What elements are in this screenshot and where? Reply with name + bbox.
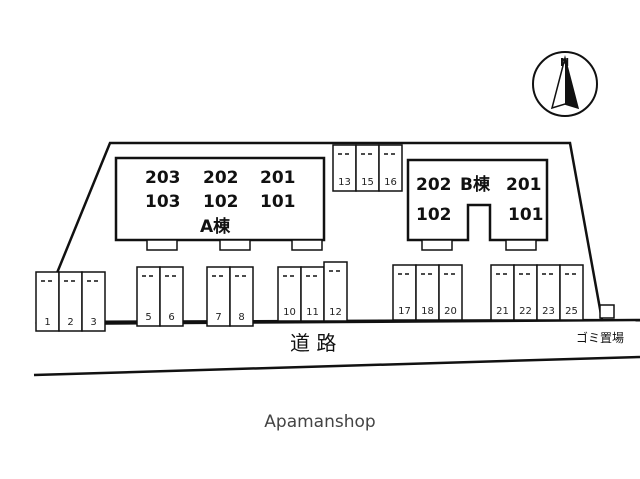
parking-space-25: 25 [559, 264, 584, 321]
parking-space-18: 18 [415, 264, 440, 321]
building-b-room-101: 101 [508, 205, 544, 225]
parking-space-15: 15 [355, 144, 380, 192]
parking-space-label: 13 [338, 177, 351, 188]
parking-space-label: 10 [283, 307, 296, 318]
parking-space-label: 5 [145, 312, 151, 323]
parking-space-17: 17 [392, 264, 417, 321]
parking-space-16: 16 [378, 144, 403, 192]
compass-north-letter: N [560, 56, 569, 69]
building-b: 202 B棟 201 102 101 [406, 158, 549, 251]
parking-space-21: 21 [490, 264, 515, 321]
parking-space-3: 3 [81, 271, 106, 332]
parking-space-label: 8 [238, 312, 244, 323]
garbage-station-label: ゴミ置場 [576, 330, 624, 345]
parking-space-label: 6 [168, 312, 174, 323]
building-b-room-202: 202 [416, 175, 452, 195]
parking-space-1: 1 [35, 271, 60, 332]
building-a-room-201: 201 [260, 168, 296, 188]
parking-space-label: 11 [306, 307, 319, 318]
building-b-room-201: 201 [506, 175, 542, 195]
building-b-room-102: 102 [416, 205, 452, 225]
parking-space-label: 1 [44, 317, 50, 328]
parking-space-label: 21 [496, 306, 509, 317]
parking-space-8: 8 [229, 266, 254, 327]
parking-space-label: 15 [361, 177, 374, 188]
parking-space-label: 23 [542, 306, 555, 317]
building-a-room-101: 101 [260, 192, 296, 212]
parking-space-23: 23 [536, 264, 561, 321]
parking-space-label: 17 [398, 306, 411, 317]
parking-space-13: 13 [332, 144, 357, 192]
building-a-room-102: 102 [203, 192, 239, 212]
parking-space-22: 22 [513, 264, 538, 321]
parking-space-label: 22 [519, 306, 532, 317]
parking-space-label: 20 [444, 306, 457, 317]
garbage-station [599, 304, 615, 319]
parking-space-label: 18 [421, 306, 434, 317]
parking-space-7: 7 [206, 266, 231, 327]
parking-space-label: 16 [384, 177, 397, 188]
watermark: Apamanshop [264, 412, 376, 432]
building-b-name: B棟 [460, 174, 491, 195]
parking-space-20: 20 [438, 264, 463, 321]
parking-space-label: 12 [329, 307, 342, 318]
road-label: 道 路 [290, 331, 336, 355]
parking-space-label: 2 [67, 317, 73, 328]
parking-space-12: 12 [323, 261, 348, 322]
parking-space-label: 3 [90, 317, 96, 328]
building-a-name: A棟 [200, 216, 231, 237]
parking-space-10: 10 [277, 266, 302, 322]
building-a-room-203: 203 [145, 168, 181, 188]
road-edge-bottom [33, 355, 640, 377]
building-a-room-202: 202 [203, 168, 239, 188]
building-a: 203 202 201 103 102 101 A棟 [114, 156, 326, 251]
parking-space-5: 5 [136, 266, 161, 327]
north-arrow-icon: N [532, 51, 598, 117]
parking-space-label: 7 [215, 312, 221, 323]
parking-space-11: 11 [300, 266, 325, 322]
parking-space-6: 6 [159, 266, 184, 327]
parking-space-2: 2 [58, 271, 83, 332]
building-a-room-103: 103 [145, 192, 181, 212]
parking-space-label: 25 [565, 306, 578, 317]
